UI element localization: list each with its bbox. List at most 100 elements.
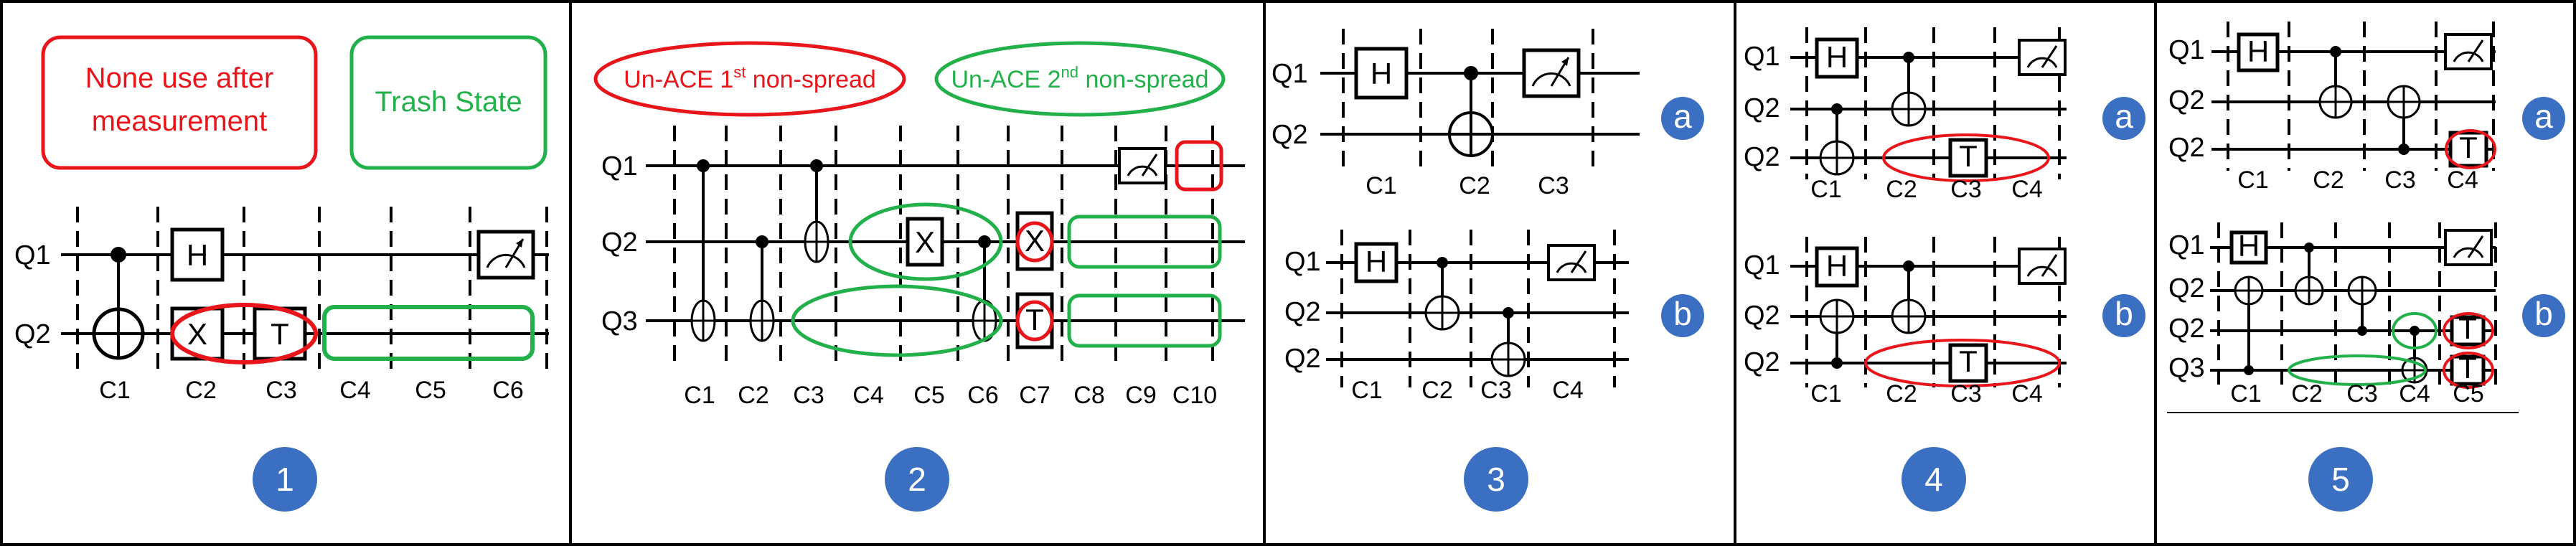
red-highlight	[1175, 140, 1223, 192]
svg-text:a: a	[1673, 98, 1692, 135]
qubit-label: Q2	[1744, 347, 1780, 377]
legend-red-text: Un-ACE 1st non-spread	[624, 63, 876, 93]
x-gate: X	[170, 306, 225, 361]
qubit-label: Q1	[601, 151, 638, 182]
cycle-label: C5	[2453, 380, 2483, 408]
svg-text:T: T	[2459, 131, 2478, 164]
cycle-label: C2	[1459, 172, 1490, 199]
qubit-label: Q1	[1271, 59, 1308, 89]
qubit-label: Q1	[2168, 230, 2205, 260]
svg-text:T: T	[2458, 311, 2477, 345]
green-highlight	[1067, 215, 1222, 269]
cycle-label: C8	[1073, 382, 1104, 409]
svg-text:T: T	[2458, 351, 2477, 385]
red-highlight	[1864, 339, 2061, 387]
cycle-label: C7	[1019, 382, 1050, 409]
cycle-label: C2	[1886, 176, 1917, 203]
svg-text:b: b	[2534, 295, 2553, 332]
subfigure-badge-b: b	[1661, 294, 1704, 337]
control-dot-icon	[978, 235, 991, 248]
qubit-label: Q2	[2168, 314, 2205, 344]
cycle-label: C3	[1538, 172, 1569, 199]
control-dot-icon	[2244, 365, 2254, 375]
cycle-label: C4	[2011, 176, 2042, 203]
qubit-label: Q1	[1744, 42, 1780, 72]
measurement-icon	[1547, 244, 1596, 281]
qubit-label: Q3	[2168, 353, 2205, 383]
cycle-label: C5	[415, 377, 446, 404]
svg-text:b: b	[1673, 295, 1692, 332]
cycle-label: C1	[2237, 166, 2268, 194]
qubit-label: Q1	[2168, 35, 2205, 65]
cycle-label: C6	[492, 377, 523, 404]
control-dot-icon	[810, 159, 823, 172]
svg-text:1: 1	[276, 461, 294, 498]
svg-text:4: 4	[1924, 461, 1943, 498]
cycle-label: C3	[1950, 380, 1981, 408]
panel-number-badge: 1	[253, 447, 317, 512]
control-dot-icon	[756, 235, 768, 248]
svg-text:T: T	[271, 317, 289, 351]
t-gate: T	[253, 306, 307, 361]
x-gate: X	[906, 217, 944, 267]
svg-text:T: T	[1959, 344, 1978, 378]
panel-1: None use after measurement Trash State Q…	[14, 35, 549, 512]
legend-red-ellipse	[593, 41, 906, 117]
svg-text:X: X	[187, 317, 207, 351]
cycle-label: C4	[2011, 380, 2042, 408]
h-gate: H	[1354, 47, 1409, 100]
cycle-label: C2	[185, 377, 216, 404]
svg-text:5: 5	[2331, 461, 2350, 498]
svg-text:X: X	[1025, 224, 1045, 258]
red-highlight	[1015, 221, 1054, 263]
cycle-label: C4	[1552, 377, 1583, 404]
svg-text:a: a	[2115, 98, 2133, 135]
control-dot-icon	[2304, 243, 2314, 253]
subfigure-badge-b: b	[2102, 294, 2145, 337]
qubit-label: Q1	[14, 240, 51, 270]
svg-text:a: a	[2534, 98, 2553, 135]
h-gate: H	[170, 227, 225, 282]
svg-text:2: 2	[908, 461, 926, 498]
panel-2: Un-ACE 1st non-spread Un-ACE 2nd non-spr…	[593, 41, 1245, 512]
legend-green-text: Un-ACE 2nd non-spread	[951, 63, 1208, 93]
svg-text:3: 3	[1487, 461, 1505, 498]
control-dot-icon	[111, 247, 126, 263]
h-gate: H	[2229, 229, 2268, 265]
cycle-label: C2	[2313, 166, 2344, 194]
svg-text:H: H	[187, 238, 208, 272]
h-gate: H	[2237, 32, 2280, 72]
red-highlight	[1015, 300, 1054, 342]
control-dot-icon	[1503, 307, 1514, 319]
cycle-label: C2	[1886, 380, 1917, 408]
control-dot-icon	[1831, 357, 1843, 369]
control-dot-icon	[2398, 143, 2410, 155]
legend-red-box	[41, 35, 318, 170]
legend-green-text: Trash State	[375, 86, 522, 118]
cycle-label: C6	[967, 382, 998, 409]
control-dot-icon	[2357, 326, 2367, 336]
subfigure-badge-a: a	[2522, 97, 2565, 140]
qubit-label: Q2	[2168, 133, 2205, 163]
control-dot-icon	[1464, 66, 1478, 80]
control-dot-icon	[1831, 103, 1843, 115]
red-highlight	[1882, 133, 2050, 182]
svg-text:T: T	[1959, 139, 1978, 173]
red-highlight	[170, 303, 318, 364]
cycle-label: C5	[913, 382, 944, 409]
t-gate: T	[1948, 138, 1988, 178]
cycle-label: C1	[684, 382, 715, 409]
qubit-label: Q2	[14, 319, 51, 349]
cycle-label: C2	[738, 382, 768, 409]
qubit-label: Q1	[1284, 247, 1321, 277]
measurement-icon	[1118, 147, 1167, 184]
qubit-label: Q2	[1744, 301, 1780, 331]
panel-number-badge: 4	[1902, 447, 1966, 512]
legend-red-line1: None use after	[85, 62, 273, 94]
qubit-label: Q2	[1284, 344, 1321, 374]
cycle-label: C4	[339, 377, 370, 404]
qubit-label: Q3	[601, 306, 638, 336]
green-highlight	[791, 284, 1003, 357]
